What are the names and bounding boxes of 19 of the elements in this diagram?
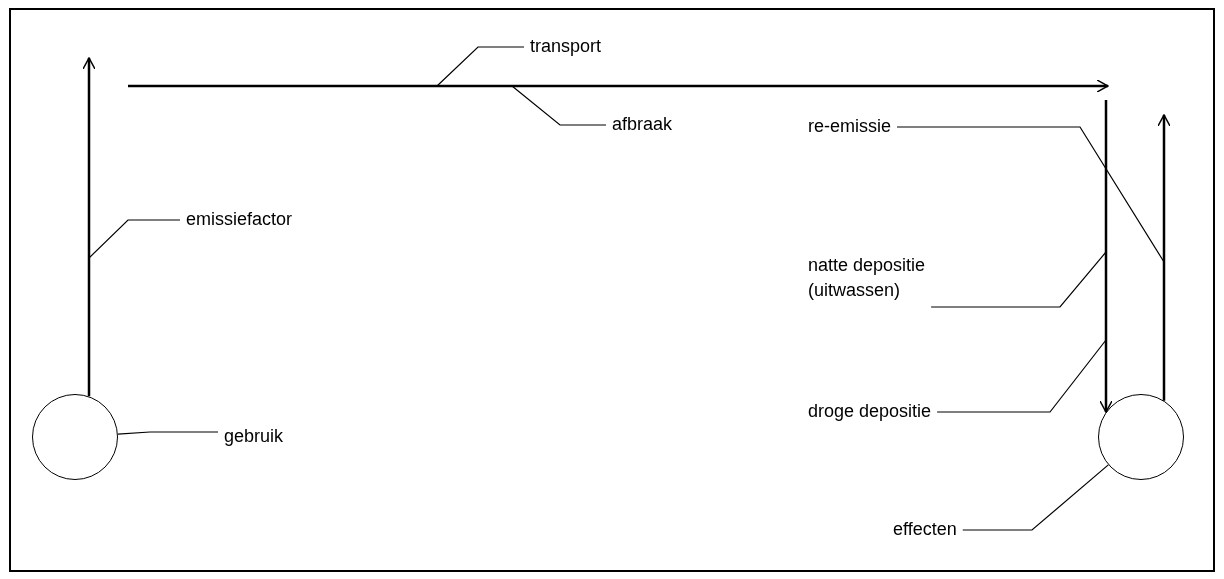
leader-line — [511, 85, 607, 126]
leader-line — [436, 46, 525, 87]
leader-line — [936, 339, 1107, 413]
label-text: re-emissie — [808, 114, 891, 139]
arrow — [1157, 114, 1171, 401]
leader-line — [896, 126, 1165, 263]
label-text: transport — [530, 34, 602, 59]
label-text: afbraak — [612, 112, 673, 137]
label-text: gebruik — [224, 424, 284, 449]
label-text: emissiefactor — [186, 207, 293, 232]
leader-line — [117, 431, 219, 435]
leader-line — [930, 251, 1107, 308]
label-text: natte depositie (uitwassen) — [808, 253, 938, 303]
label-text: droge depositie — [808, 399, 932, 424]
arrow — [1099, 100, 1113, 413]
leader-line — [88, 219, 181, 259]
leader-line — [962, 464, 1109, 531]
arrow — [82, 57, 96, 397]
label-text: effecten — [893, 517, 957, 542]
